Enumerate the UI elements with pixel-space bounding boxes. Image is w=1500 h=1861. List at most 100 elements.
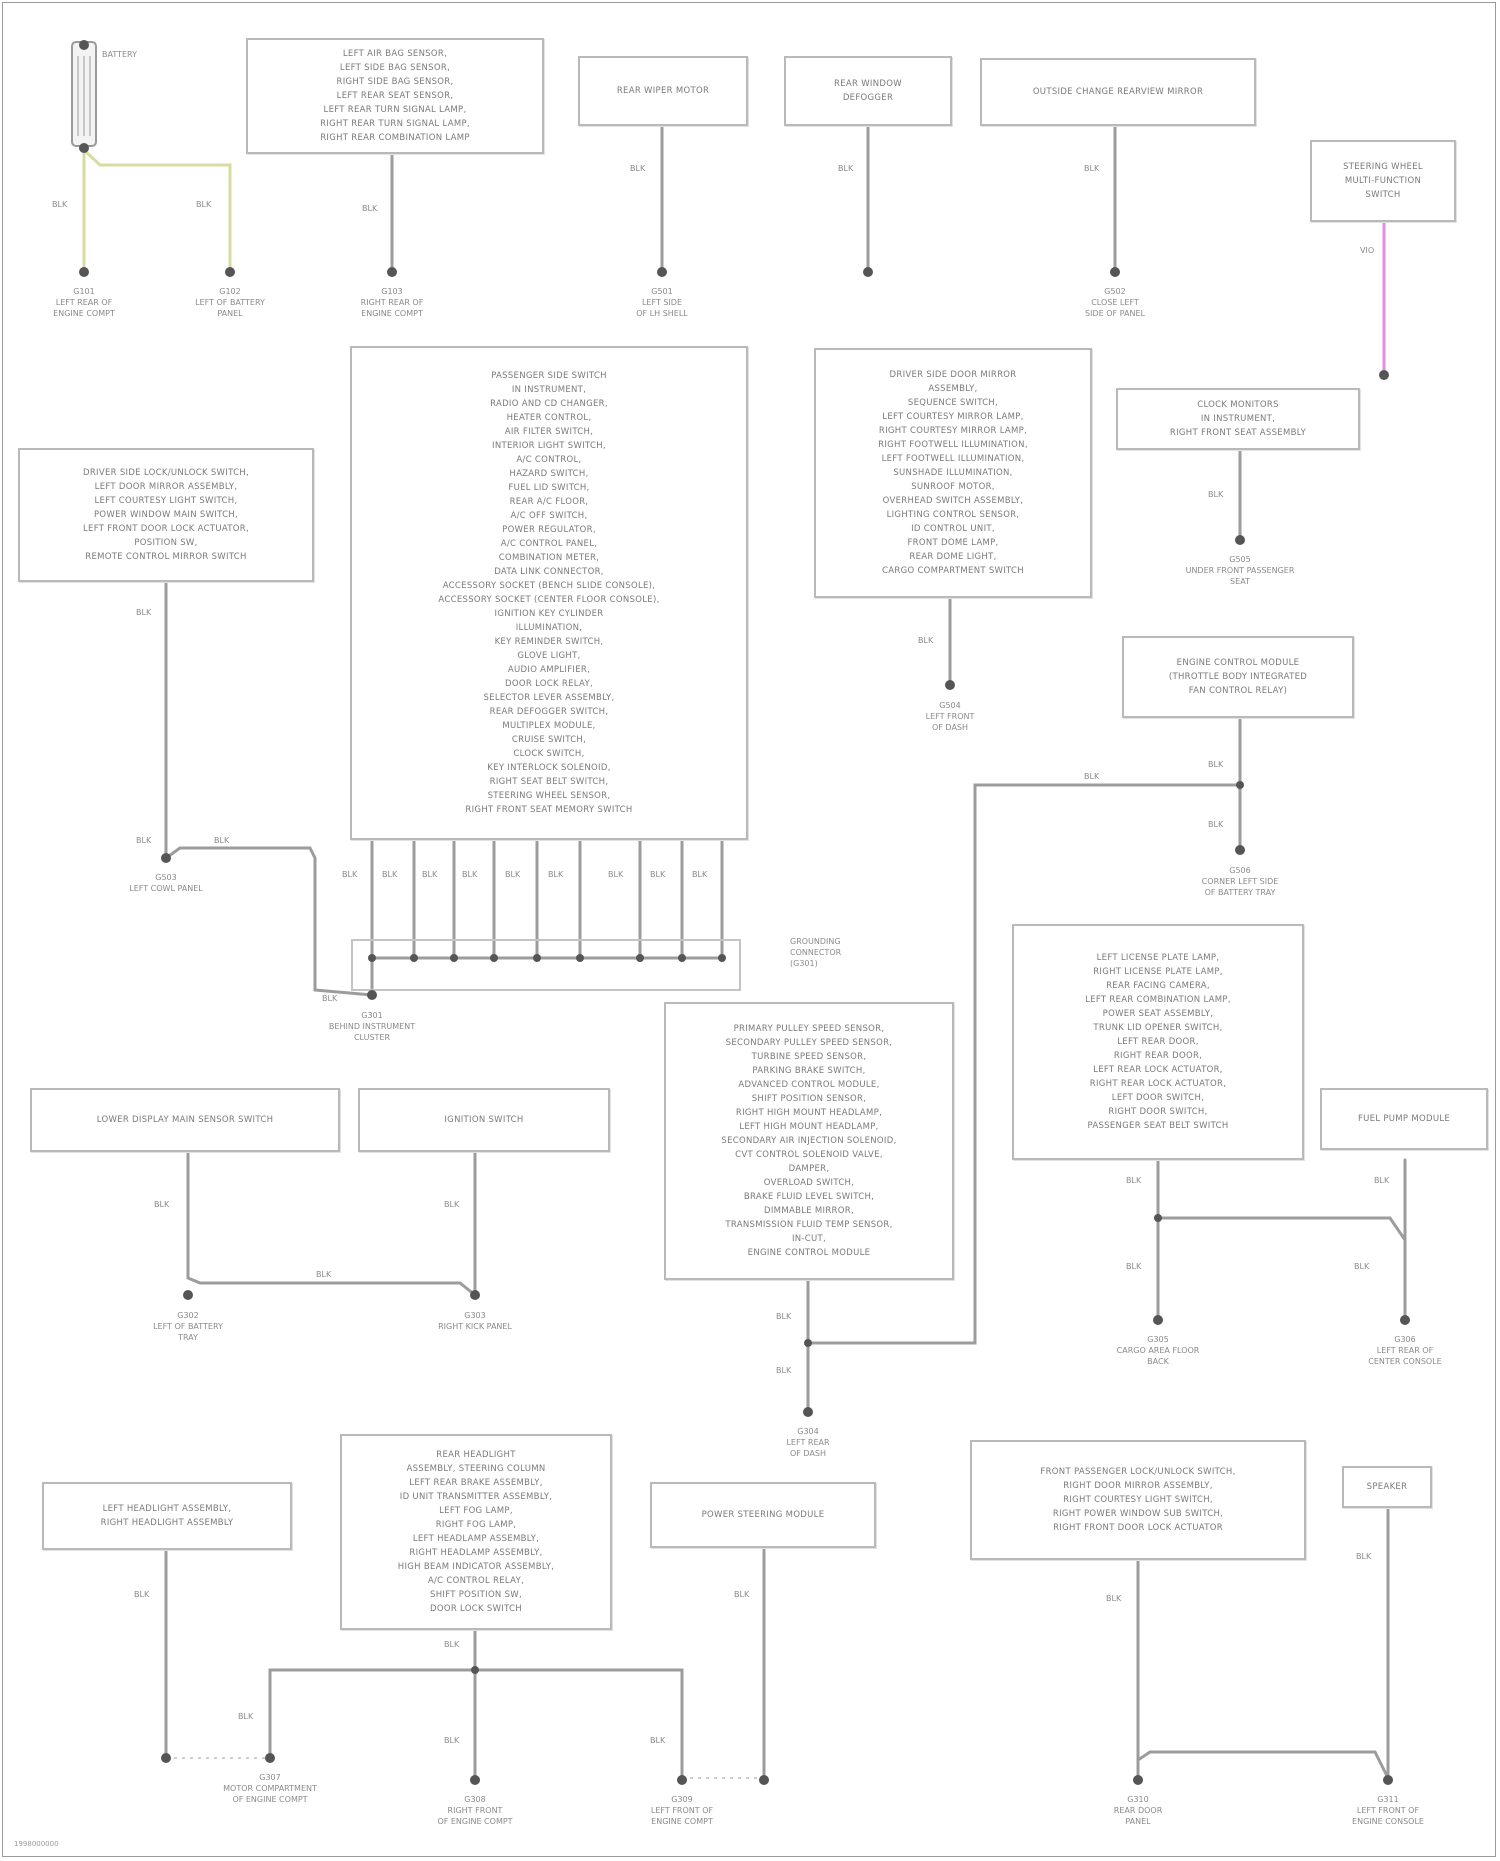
wire-label: BLK	[136, 836, 151, 845]
wire-label: BLK	[382, 870, 397, 879]
label-line: LEFT REAR	[786, 1437, 829, 1448]
label-line: RIGHT REAR LOCK ACTUATOR,	[1090, 1077, 1226, 1091]
wire-label: BLK	[196, 200, 211, 209]
label-line: LEFT COWL PANEL	[129, 883, 202, 894]
label-line: CARGO COMPARTMENT SWITCH	[882, 564, 1024, 578]
label-line: REAR A/C FLOOR,	[510, 495, 589, 509]
label-line: G102	[195, 286, 265, 297]
label-line: GLOVE LIGHT,	[517, 649, 580, 663]
ground-label: G101LEFT REAR OFENGINE COMPT	[53, 286, 115, 319]
label-line: LEFT LICENSE PLATE LAMP,	[1097, 951, 1220, 965]
ground-label: G102LEFT OF BATTERYPANEL	[195, 286, 265, 319]
label-line: LEFT HEADLAMP ASSEMBLY,	[413, 1532, 539, 1546]
label-line: LEFT REAR TURN SIGNAL LAMP,	[324, 103, 467, 117]
label-line: RIGHT COURTESY MIRROR LAMP,	[879, 424, 1027, 438]
label-line: IN-CUT,	[792, 1232, 826, 1246]
label-line: CONNECTOR	[790, 947, 841, 958]
label-line: LEFT REAR OF	[53, 297, 115, 308]
label-line: PASSENGER SIDE SWITCH	[491, 369, 607, 383]
label-line: OUTSIDE CHANGE REARVIEW MIRROR	[1033, 85, 1203, 99]
label-line: REAR DOOR	[1114, 1805, 1163, 1816]
label-line: COMBINATION METER,	[499, 551, 600, 565]
label-line: REMOTE CONTROL MIRROR SWITCH	[85, 550, 246, 564]
label-line: G301	[329, 1010, 415, 1021]
ground-label: G502CLOSE LEFTSIDE OF PANEL	[1085, 286, 1145, 319]
label-line: FRONT PASSENGER LOCK/UNLOCK SWITCH,	[1040, 1465, 1235, 1479]
label-line: RIGHT COURTESY LIGHT SWITCH,	[1063, 1493, 1213, 1507]
wire-label: BLK	[1208, 820, 1223, 829]
label-line: RIGHT SEAT BELT SWITCH,	[490, 775, 609, 789]
label-line: IGNITION SWITCH	[444, 1113, 523, 1127]
wire-label: BLK	[1208, 760, 1223, 769]
component-passenger-door: FRONT PASSENGER LOCK/UNLOCK SWITCH, RIGHT…	[970, 1440, 1306, 1560]
label-line: LEFT REAR COMBINATION LAMP,	[1085, 993, 1231, 1007]
component-headlight-assembly: LEFT HEADLIGHT ASSEMBLY,RIGHT HEADLIGHT …	[42, 1482, 292, 1550]
label-line: SIDE OF PANEL	[1085, 308, 1145, 319]
label-line: LEFT REAR OF	[1368, 1345, 1441, 1356]
label-line: OVERHEAD SWITCH ASSEMBLY,	[883, 494, 1024, 508]
label-line: CLUSTER	[329, 1032, 415, 1043]
label-line: PANEL	[1114, 1816, 1163, 1827]
component-airbag-sensors: LEFT AIR BAG SENSOR,LEFT SIDE BAG SENSOR…	[246, 38, 544, 154]
wire-label: BLK	[838, 164, 853, 173]
wire-b11	[188, 1150, 475, 1295]
wire-label: BLK	[734, 1590, 749, 1599]
label-line: G305	[1117, 1334, 1200, 1345]
component-ignition-switch: IGNITION SWITCH	[358, 1088, 610, 1152]
label-line: RIGHT REAR TURN SIGNAL LAMP,	[320, 117, 470, 131]
label-line: RIGHT FRONT SEAT MEMORY SWITCH	[465, 803, 632, 817]
label-line: LEFT SIDE	[636, 297, 688, 308]
wire-label: BLK	[1106, 1594, 1121, 1603]
wire-label: BLK	[1354, 1262, 1369, 1271]
wire-label: BLK	[316, 1270, 331, 1279]
label-line: LEFT FOOTWELL ILLUMINATION,	[882, 452, 1025, 466]
label-line: CENTER CONSOLE	[1368, 1356, 1441, 1367]
wire-label: BLK	[154, 1200, 169, 1209]
label-line: RIGHT REAR COMBINATION LAMP	[320, 131, 470, 145]
label-line: G307	[223, 1772, 317, 1783]
label-line: PASSENGER SEAT BELT SWITCH	[1087, 1119, 1228, 1133]
label-line: OF LH SHELL	[636, 308, 688, 319]
label-line: STEERING WHEEL	[1343, 160, 1423, 174]
wire-label: BLK	[462, 870, 477, 879]
wire-label: BLK	[548, 870, 563, 879]
label-line: ENGINE COMPT	[361, 308, 424, 319]
ground-label: G506CORNER LEFT SIDEOF BATTERY TRAY	[1202, 865, 1279, 898]
component-instrument-panel: PASSENGER SIDE SWITCHIN INSTRUMENT,RADIO…	[350, 346, 748, 840]
label-line: POWER STEERING MODULE	[702, 1508, 825, 1522]
wire-label: BLK	[238, 1712, 253, 1721]
wire-label: BLK	[1374, 1176, 1389, 1185]
ground-label: G305CARGO AREA FLOORBACK	[1117, 1334, 1200, 1367]
label-line: SEAT	[1186, 576, 1295, 587]
component-engine-control-module: ENGINE CONTROL MODULE(THROTTLE BODY INTE…	[1122, 636, 1354, 718]
wire-label: BLK	[776, 1366, 791, 1375]
label-line: BEHIND INSTRUMENT	[329, 1021, 415, 1032]
label-line: AUDIO AMPLIFIER,	[508, 663, 590, 677]
label-line: IGNITION KEY CYLINDER	[495, 607, 604, 621]
label-line: LEFT COURTESY LIGHT SWITCH,	[95, 494, 238, 508]
label-line: BRAKE FLUID LEVEL SWITCH,	[744, 1190, 874, 1204]
label-line: SECONDARY PULLEY SPEED SENSOR,	[726, 1036, 893, 1050]
label-line: IN INSTRUMENT,	[1201, 412, 1275, 426]
label-line: SEQUENCE SWITCH,	[908, 396, 998, 410]
label-line: LEFT HIGH MOUNT HEADLAMP,	[739, 1120, 878, 1134]
label-line: RIGHT HEADLAMP ASSEMBLY,	[409, 1546, 542, 1560]
wire-label: BLK	[1084, 164, 1099, 173]
battery-wire-right	[84, 150, 230, 270]
ground-label: G308RIGHT FRONTOF ENGINE COMPT	[437, 1794, 512, 1827]
label-line: ID CONTROL UNIT,	[911, 522, 995, 536]
label-line: LEFT REAR DOOR,	[1117, 1035, 1198, 1049]
label-line: LEFT COURTESY MIRROR LAMP,	[882, 410, 1023, 424]
ground-label: G503LEFT COWL PANEL	[129, 872, 202, 894]
battery-icon	[72, 42, 96, 146]
component-speaker: SPEAKER	[1342, 1466, 1432, 1508]
wire-label: BLK	[1208, 490, 1223, 499]
label-line: LEFT FRONT	[926, 711, 975, 722]
label-line: OF ENGINE COMPT	[223, 1794, 317, 1805]
wire-label: VIO	[1360, 246, 1374, 255]
label-line: CVT CONTROL SOLENOID VALVE,	[735, 1148, 883, 1162]
label-line: ID UNIT TRANSMITTER ASSEMBLY,	[400, 1490, 552, 1504]
